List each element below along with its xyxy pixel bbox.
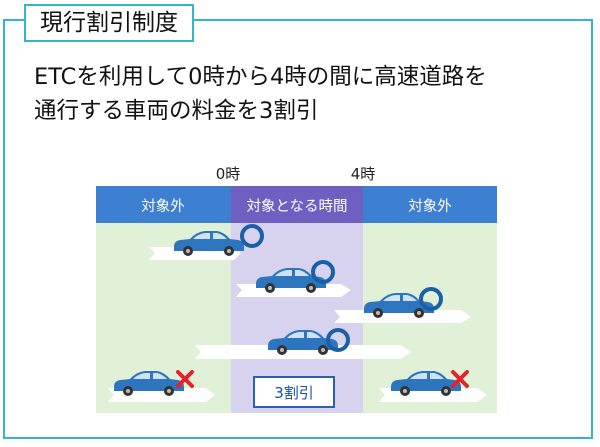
time-label-start: 0時 [216, 165, 241, 183]
panel-title: 現行割引制度 [24, 4, 194, 42]
travel-arrow-5 [108, 388, 215, 402]
ok-circle-icon [419, 287, 443, 311]
discount-box [253, 376, 335, 408]
header-center-label: 対象となる時間 [246, 198, 347, 215]
header-right-bar [363, 186, 497, 223]
travel-arrow-3 [334, 310, 471, 323]
header-left-bar [96, 186, 231, 223]
cross-icon [176, 370, 194, 388]
description-line-1: ETCを利用して0時から4時の間に高速道路を [34, 64, 487, 90]
ok-circle-icon [311, 260, 335, 284]
header-center-bar [231, 186, 363, 223]
travel-arrow-4 [195, 345, 411, 359]
header-left-label: 対象外 [141, 198, 185, 215]
time-label-end: 4時 [351, 165, 376, 183]
discount-label: 3割引 [274, 384, 314, 402]
description: ETCを利用して0時から4時の間に高速道路を 通行する車両の料金を3割引 [34, 60, 574, 128]
description-line-2: 通行する車両の料金を3割引 [34, 98, 319, 124]
ok-circle-icon [326, 328, 350, 352]
ok-circle-icon [240, 224, 264, 248]
header-right-label: 対象外 [408, 198, 452, 215]
cross-icon [451, 370, 469, 388]
